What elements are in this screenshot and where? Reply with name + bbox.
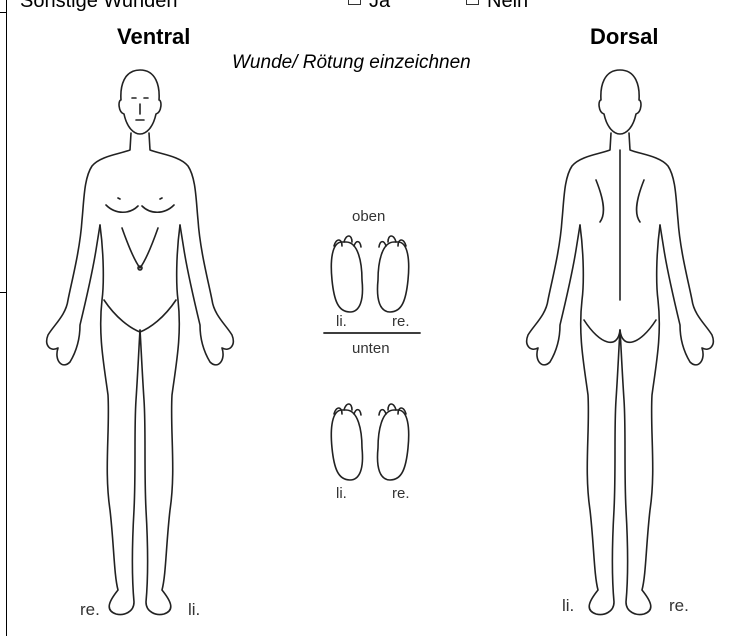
feet-bottom-left-label: li. — [336, 485, 347, 502]
ventral-left-side-label: li. — [188, 600, 200, 620]
dorsal-right-side-label: re. — [669, 596, 689, 616]
feet-top-label: oben — [352, 208, 385, 225]
feet-top-left-label: li. — [336, 313, 347, 330]
feet-bottom-label: unten — [352, 340, 390, 357]
ventral-right-side-label: re. — [80, 600, 100, 620]
dorsal-body-figure — [527, 70, 714, 615]
feet-bottom-right-label: re. — [392, 485, 410, 502]
feet-diagram — [324, 236, 420, 480]
feet-top-right-label: re. — [392, 313, 410, 330]
ventral-body-figure — [47, 70, 234, 615]
dorsal-left-side-label: li. — [562, 596, 574, 616]
